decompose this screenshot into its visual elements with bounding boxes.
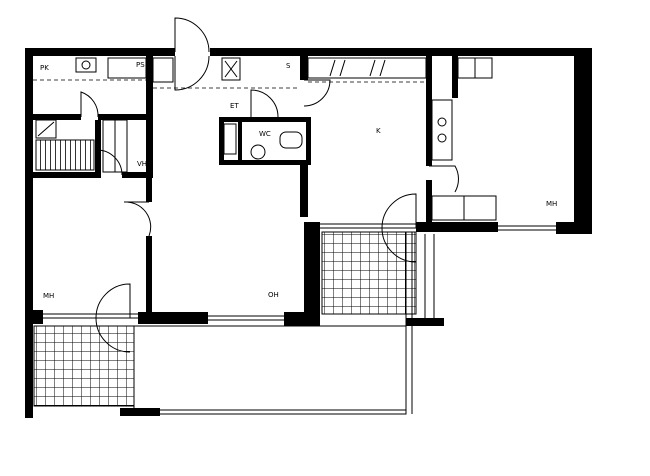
room-label-k: K <box>376 127 381 135</box>
room-label-vh: VH <box>137 160 147 168</box>
room-label-mh-left: MH <box>43 292 54 300</box>
doors <box>80 17 459 353</box>
room-label-oh: OH <box>268 291 279 299</box>
room-label-mh-right: MH <box>546 200 557 208</box>
room-label-ps: PS <box>136 61 145 69</box>
interior-walls <box>33 56 458 314</box>
fixtures <box>33 57 556 321</box>
exterior-walls <box>25 48 592 418</box>
room-label-s: S <box>286 62 291 70</box>
balconies <box>33 231 435 415</box>
room-label-pk: PK <box>40 64 49 72</box>
room-label-wc: WC <box>259 130 271 138</box>
room-label-et: ET <box>230 102 239 110</box>
room-labels: PK ET WC K VH MH OH MH S PS <box>40 61 557 300</box>
